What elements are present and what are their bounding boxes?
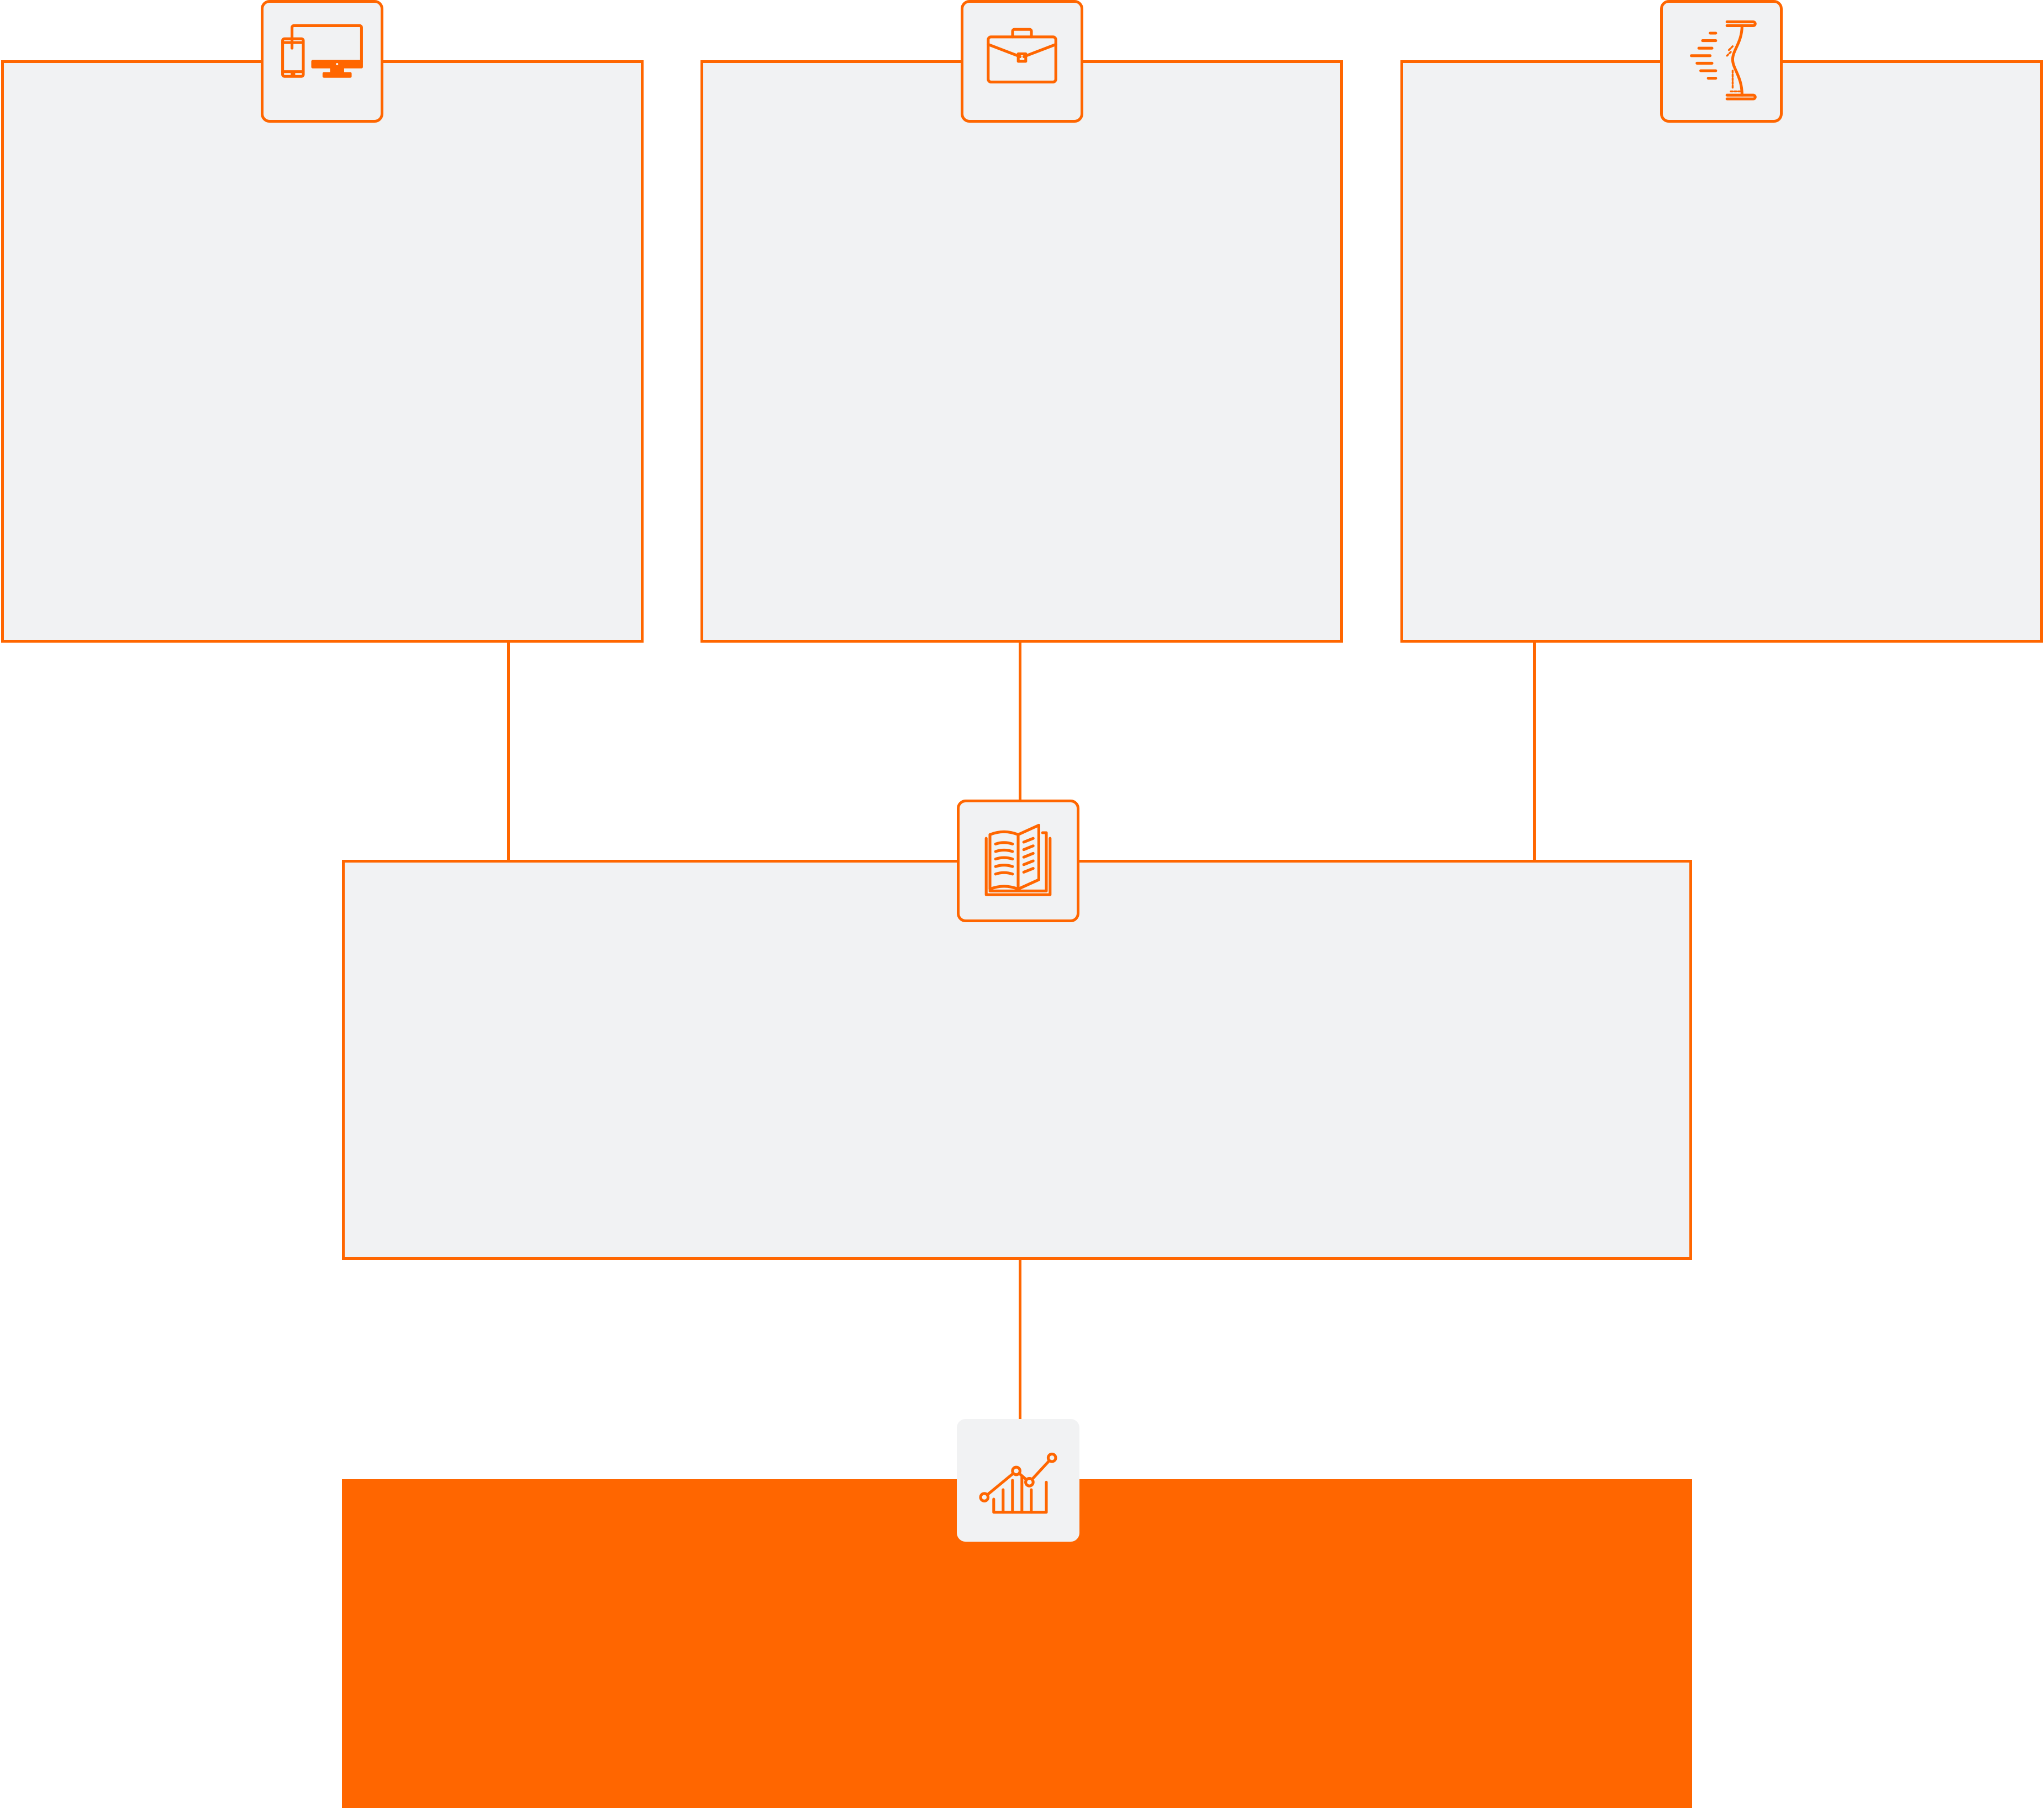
devices-icon — [281, 24, 363, 78]
connector-learning-growth — [1019, 1259, 1021, 1420]
connector-time-learning — [1533, 641, 1536, 862]
connector-devices-learning — [507, 641, 510, 862]
devices-badge — [261, 0, 383, 123]
learning-box — [342, 860, 1692, 1260]
connector-business-learning — [1019, 641, 1021, 801]
business-box — [700, 60, 1343, 643]
growth-chart-icon — [979, 1452, 1057, 1514]
devices-box — [1, 60, 644, 643]
time-badge — [1660, 0, 1783, 123]
growth-badge — [957, 1419, 1079, 1542]
learning-badge — [957, 800, 1079, 922]
business-badge — [961, 0, 1083, 123]
briefcase-icon — [987, 28, 1057, 83]
open-book-icon — [984, 823, 1052, 896]
hourglass-icon — [1690, 20, 1757, 101]
time-box — [1400, 60, 2043, 643]
